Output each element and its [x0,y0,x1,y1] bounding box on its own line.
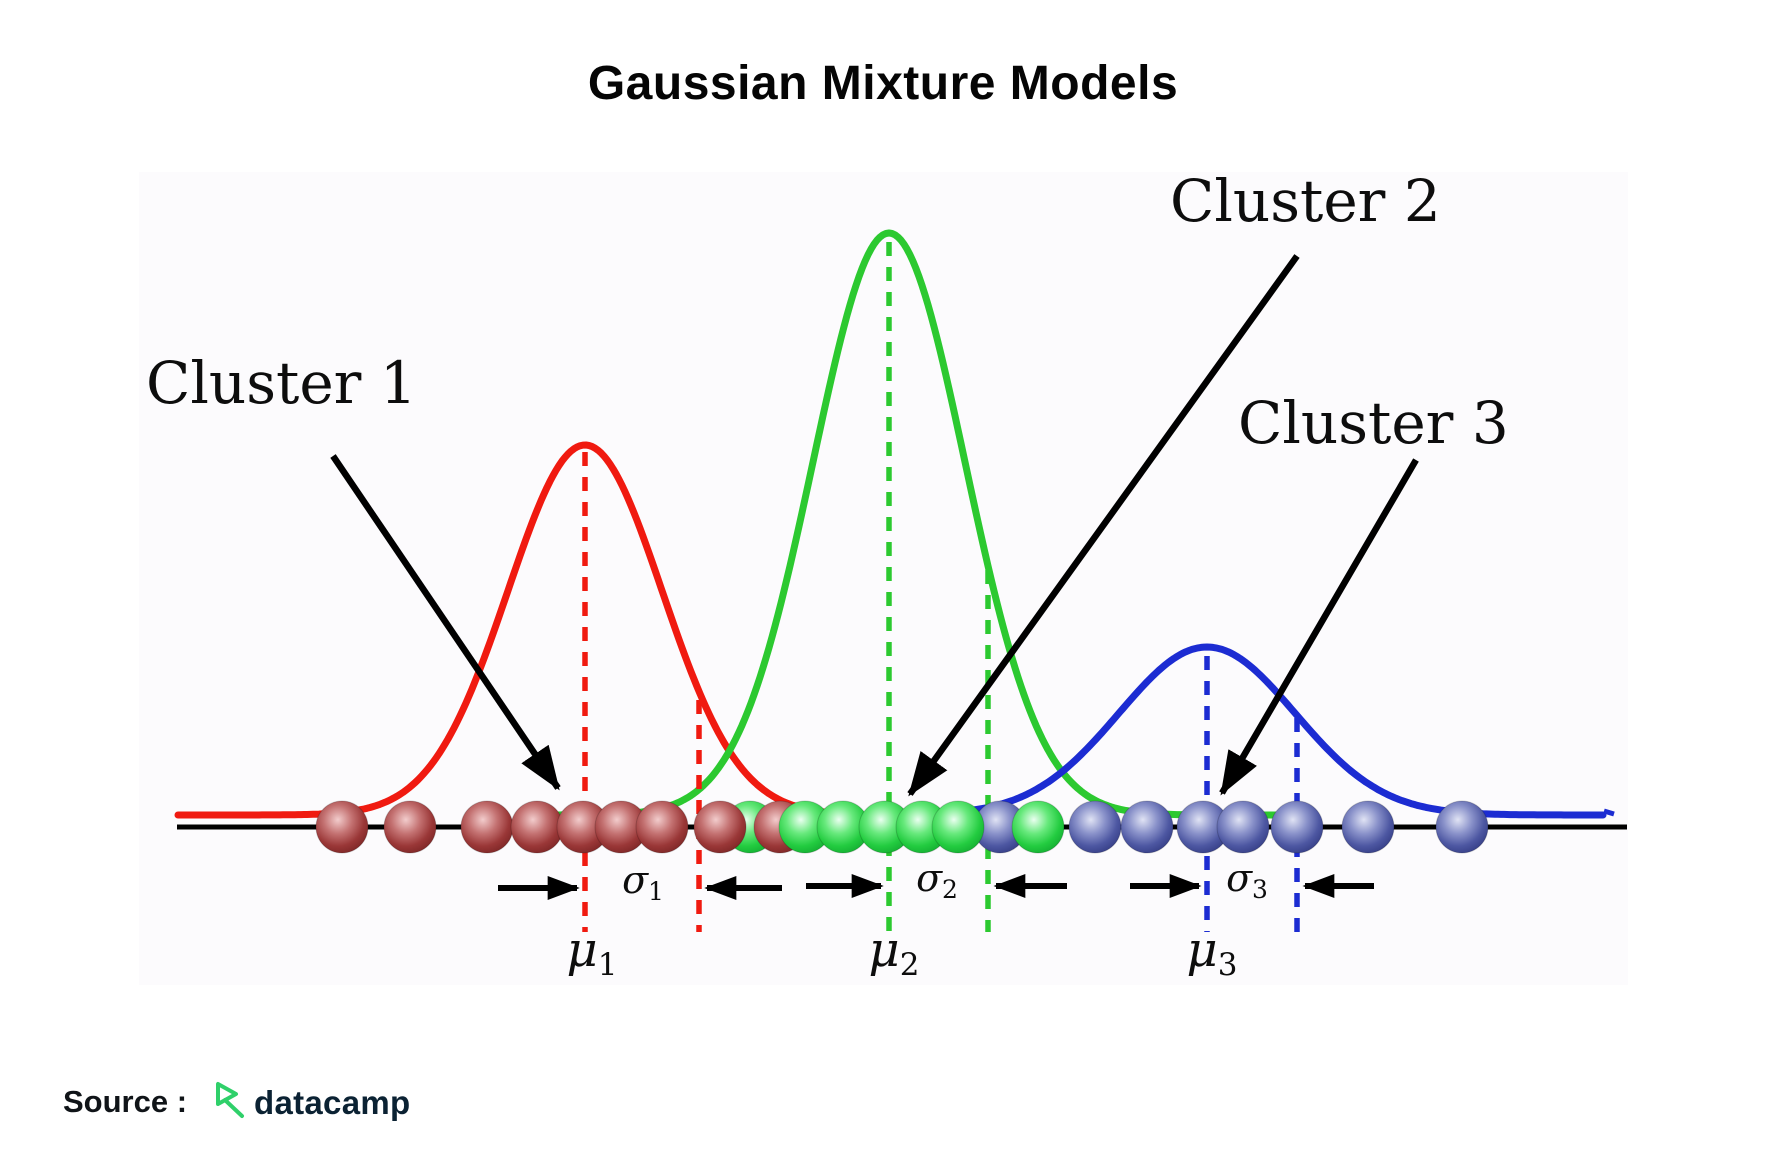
cluster-3-label: Cluster 3 [1238,389,1509,457]
data-point-green [1011,800,1065,854]
datacamp-wordmark: datacamp [254,1084,411,1121]
blue-tail-tick [1603,808,1615,817]
mu-1-symbol: μ [566,922,598,978]
sigma-1-label: σ1 [600,860,686,912]
sigma-2-label: σ2 [894,858,980,910]
mu-2-subscript: 2 [899,947,920,983]
data-point-red [460,800,514,854]
mu-2-label: μ2 [849,924,939,991]
cluster-1-arrow [330,454,561,791]
cluster-2-arrow [907,254,1300,797]
mu-3-label: μ3 [1167,924,1257,991]
source-label: Source : [63,1084,188,1119]
cluster-3-arrow [1219,458,1419,796]
data-point-red [693,800,747,854]
data-point-red [383,800,437,854]
mu-3-subscript: 3 [1217,947,1238,983]
data-point-red [635,800,689,854]
data-point-blue [1270,800,1324,854]
sigma-2-subscript: 2 [942,875,958,904]
cluster-2-label: Cluster 2 [1170,167,1441,235]
sigma-1-symbol: σ [622,858,649,902]
mu-3-symbol: μ [1186,922,1218,978]
sigma-1-subscript: 1 [648,877,664,906]
gaussian-curve-cluster-1 [174,441,851,819]
data-point-red [315,800,369,854]
sigma-3-subscript: 3 [1252,875,1268,904]
data-point-blue [1341,800,1395,854]
mu-2-symbol: μ [868,922,900,978]
page-title: Gaussian Mixture Models [587,57,1179,110]
gaussian-curve-cluster-3 [936,643,1607,819]
mu-1-label: μ1 [547,924,637,991]
datacamp-logo-icon [216,1082,244,1118]
gaussian-curve-cluster-2 [552,229,1295,819]
data-point-green [931,800,985,854]
data-point-blue [1068,800,1122,854]
cluster-1-label: Cluster 1 [146,349,417,417]
mu-1-subscript: 1 [597,947,618,983]
sigma-3-label: σ3 [1204,858,1290,910]
data-point-blue [1435,800,1489,854]
data-point-blue [1216,800,1270,854]
sigma-2-symbol: σ [916,856,943,900]
data-point-red [510,800,564,854]
data-point-blue [1120,800,1174,854]
sigma-3-symbol: σ [1226,856,1253,900]
